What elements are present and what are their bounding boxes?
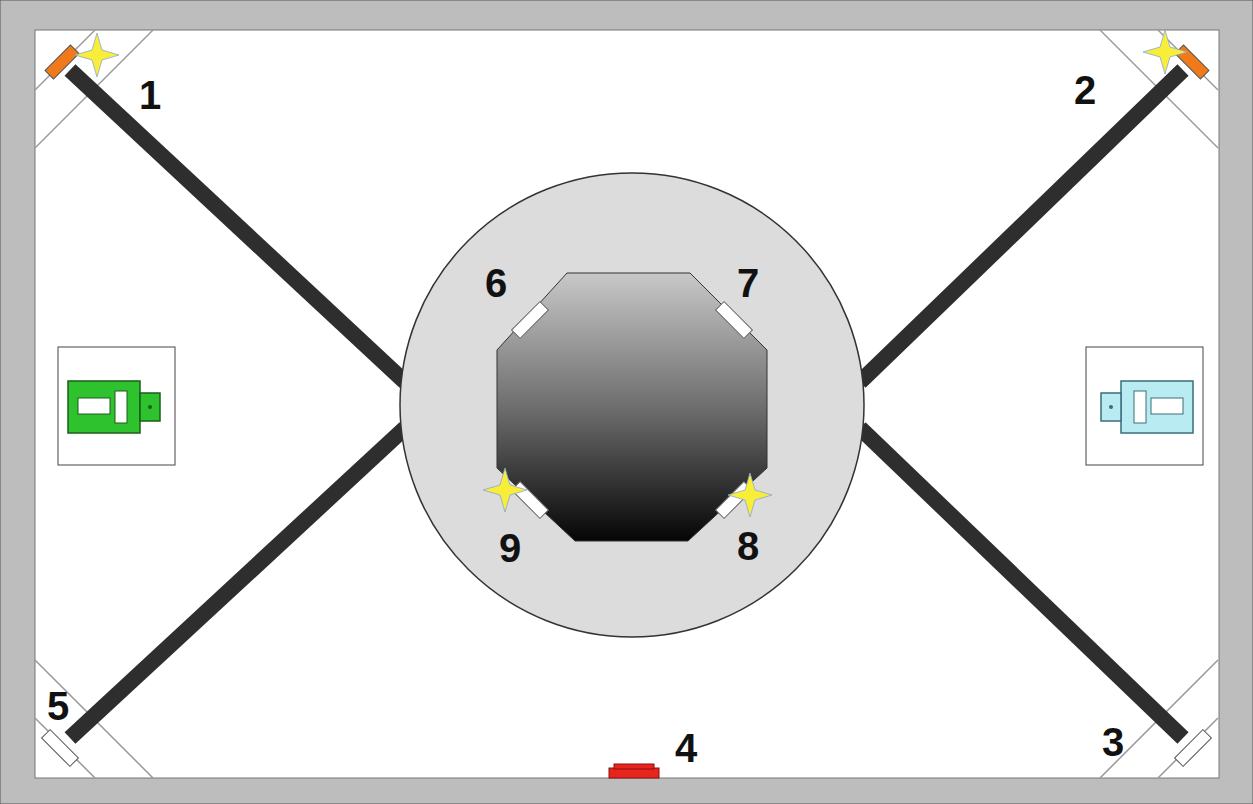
callout-number: 1 — [139, 75, 161, 115]
callout-number: 3 — [1102, 722, 1124, 762]
white-plate — [1175, 730, 1212, 767]
red-button — [614, 764, 654, 769]
callout-number: 8 — [737, 526, 759, 566]
blue-robot — [1101, 381, 1193, 433]
callout-number: 9 — [499, 528, 521, 568]
callout-number: 4 — [675, 728, 697, 768]
center-octagon — [497, 273, 767, 541]
tab — [512, 302, 549, 339]
orange-plate — [45, 45, 79, 79]
callout-number: 7 — [737, 263, 759, 303]
track-lines — [70, 70, 1183, 738]
field-floor — [35, 30, 1219, 778]
callout-number: 6 — [485, 263, 507, 303]
corner-mounts — [35, 30, 1218, 778]
callout-number: 2 — [1074, 70, 1096, 110]
center-platform — [400, 173, 864, 637]
callout-number: 5 — [47, 686, 69, 726]
start-square — [1086, 347, 1203, 465]
star — [75, 30, 1187, 517]
start-square — [58, 347, 175, 465]
tab — [716, 302, 753, 339]
white-plate — [42, 730, 79, 767]
green-robot — [68, 381, 160, 433]
